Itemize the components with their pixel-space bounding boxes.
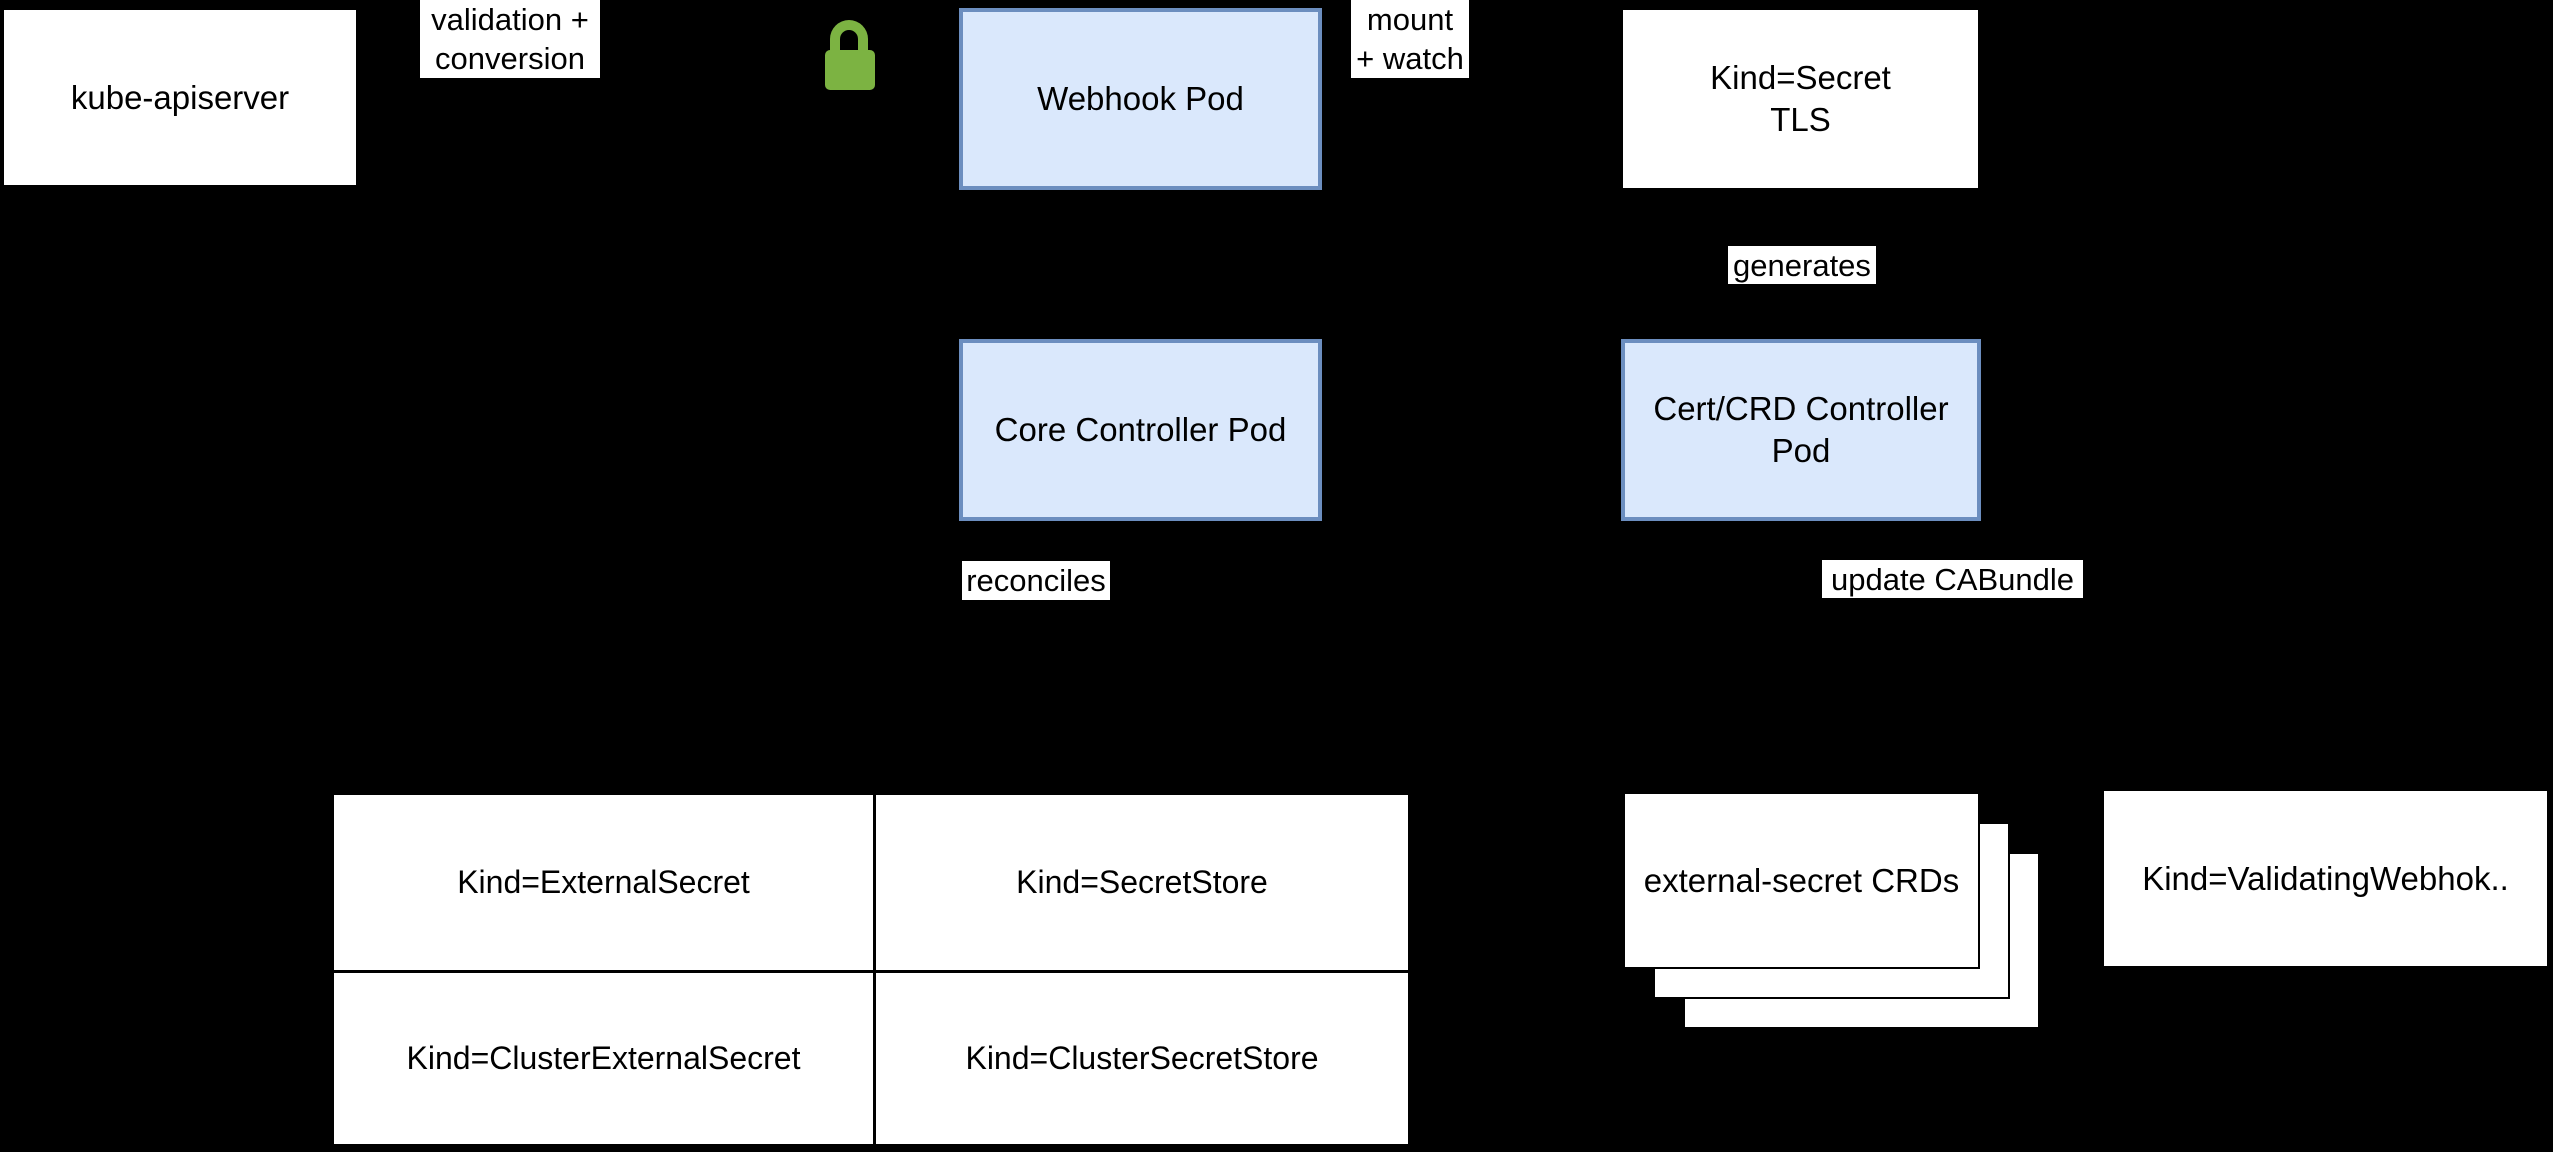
table-cell-clusterexternalsecret: Kind=ClusterExternalSecret: [334, 973, 873, 1144]
validating-webhook-node: Kind=ValidatingWebhok..: [2102, 789, 2549, 968]
cert-crd-controller-pod-node: Cert/CRD Controller Pod: [1621, 339, 1981, 521]
external-secret-crds-node: external-secret CRDs: [1623, 792, 1980, 969]
webhook-pod-node: Webhook Pod: [959, 8, 1322, 190]
mount-watch-edge-label: mount + watch: [1351, 0, 1469, 78]
lock-shackle: [830, 20, 868, 66]
lock-body: [825, 50, 875, 90]
kube-apiserver-node: kube-apiserver: [2, 8, 358, 187]
kind-secret-tls-node: Kind=Secret TLS: [1621, 8, 1980, 190]
generates-edge-label: generates: [1728, 246, 1876, 284]
table-cell-clustersecretstore: Kind=ClusterSecretStore: [876, 973, 1408, 1144]
table-cell-secretstore: Kind=SecretStore: [876, 795, 1408, 970]
validation-conversion-edge-label: validation + conversion: [420, 0, 600, 78]
core-controller-pod-node: Core Controller Pod: [959, 339, 1322, 521]
reconciles-edge-label: reconciles: [962, 561, 1110, 600]
crd-kinds-table: Kind=ExternalSecret Kind=SecretStore Kin…: [332, 793, 1410, 1146]
table-cell-externalsecret: Kind=ExternalSecret: [334, 795, 873, 970]
lock-icon: [825, 20, 875, 90]
update-cabundle-edge-label: update CABundle: [1822, 560, 2083, 598]
